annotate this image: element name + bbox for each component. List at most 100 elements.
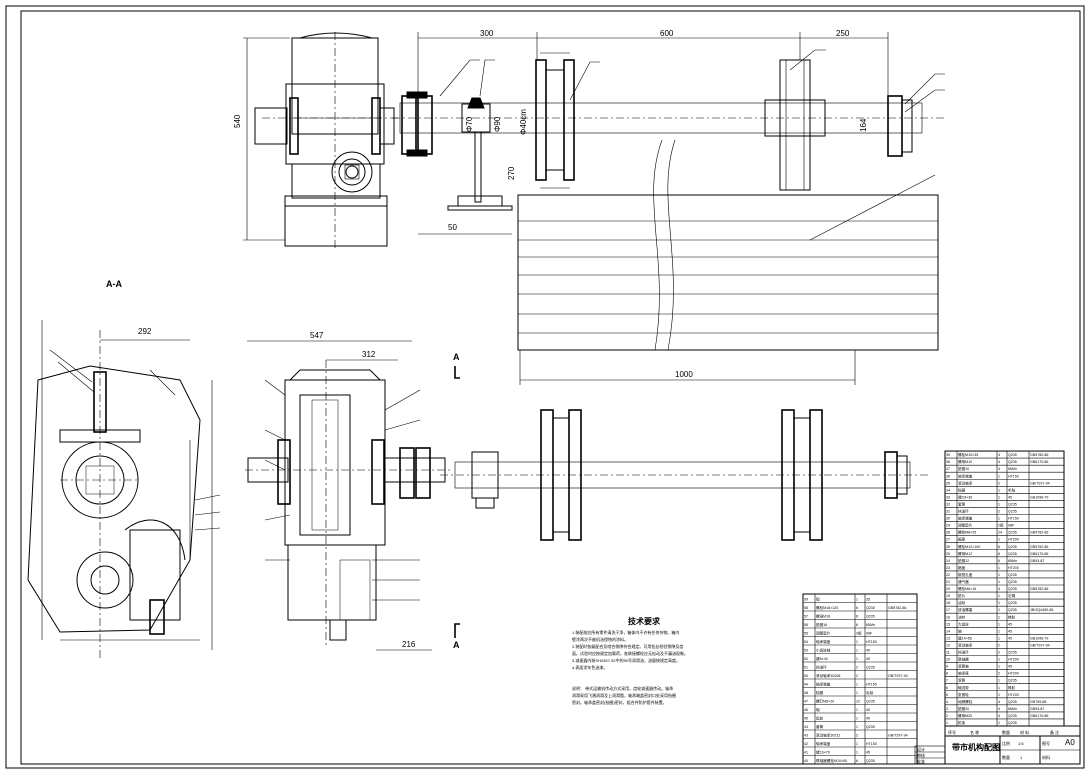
dim-drum-dia: Φ40cm xyxy=(519,109,528,135)
tech-req-heading: 技术要求 xyxy=(628,616,661,626)
bom-cell: 28 xyxy=(946,531,950,535)
title-block: 带市机构配图 比例 1:5 图号 A0 数量 1 材料 序号 名 称 数量 材 … xyxy=(914,725,1081,765)
bom-cell: 轴承端盖 xyxy=(816,682,831,687)
bom-cell: 1 xyxy=(998,594,1000,598)
bom-cell: 1 xyxy=(998,629,1000,633)
dim-section-width: 292 xyxy=(138,327,152,336)
bom-cell: 1 xyxy=(998,502,1000,506)
bom-cell: 20 xyxy=(946,587,950,591)
designer-label: 设计 xyxy=(917,746,925,752)
bom-cell: GB6170-86 xyxy=(1030,552,1048,556)
bom-cell: 小齿轮轴 xyxy=(816,648,831,653)
bom-cell: 38 xyxy=(946,460,950,464)
bom-cell: 32 xyxy=(946,502,950,506)
qty-value: 1 xyxy=(1020,755,1023,760)
bom-cell: 2 xyxy=(998,643,1000,647)
bom-cell: Q235 xyxy=(1008,700,1017,704)
bom-cell: 2 xyxy=(998,481,1000,485)
bom-cell: HT150 xyxy=(866,742,877,746)
bom-cell: 1 xyxy=(998,474,1000,478)
bom-cell: 垫片 xyxy=(958,593,966,598)
bom-cell: GB799-88 xyxy=(1030,700,1046,704)
bom-cell: 6 xyxy=(946,686,948,690)
bom-cell: 1 xyxy=(856,708,858,712)
bom-cell: 滚动轴承 xyxy=(958,480,973,485)
bom-cell: 3 xyxy=(946,707,948,711)
bom-cell: 1 xyxy=(998,566,1000,570)
bom-cell: 4 xyxy=(998,587,1000,591)
bom-cell: 1 xyxy=(998,488,1000,492)
bom-cell: 1 xyxy=(998,658,1000,662)
bom-cell: Q235 xyxy=(1008,587,1017,591)
bom-cell: 窥视孔盖 xyxy=(958,572,973,577)
bom-cell: 通气器 xyxy=(958,579,969,584)
bom-cell: 键C8×36 xyxy=(958,494,972,499)
bom-cell: GB93-87 xyxy=(1030,707,1044,711)
bom-cell: Q235 xyxy=(866,759,875,763)
bom-cell: 2 xyxy=(998,672,1000,676)
bom-cell: 35 xyxy=(866,598,870,602)
bom-cell: 垫圈20 xyxy=(958,706,969,711)
bom-cell: 47 xyxy=(804,700,808,704)
bom-cell: Q235 xyxy=(866,725,875,729)
bom-cell: 46 xyxy=(804,708,808,712)
bom-cell: Q235 xyxy=(1008,608,1017,612)
bom-cell: 轴 xyxy=(958,628,962,633)
bom-cell: Q235 xyxy=(1008,545,1017,549)
scale-value: 1:5 xyxy=(1018,741,1024,746)
bom-cell: 1 xyxy=(998,517,1000,521)
bom-cell: 1 xyxy=(856,640,858,644)
bom-cell: JB/ZQ4450-86 xyxy=(1030,608,1053,612)
bom-cell: 1 xyxy=(998,601,1000,605)
section-marker-top: A xyxy=(453,352,460,362)
bom-cell: 调整垫片 xyxy=(958,523,973,528)
bom-cell: 1 xyxy=(946,721,948,725)
dim-base-width: 50 xyxy=(448,223,457,232)
bom-cell: Q235 xyxy=(1008,531,1017,535)
bom-cell: 垫圈10 xyxy=(958,466,969,471)
bom-cell: 11 xyxy=(946,651,950,655)
bom-cell: 1 xyxy=(856,751,858,755)
tech-req-line: 4.表面涂灰色油漆。 xyxy=(572,664,607,670)
bom-cell: 36 xyxy=(946,474,950,478)
bom-cell: 45 xyxy=(866,657,870,661)
bom-cell: 销 xyxy=(816,597,820,602)
bom-cell: 1 xyxy=(998,636,1000,640)
bom-cell: 14 xyxy=(946,629,950,633)
bom-cell: 1 xyxy=(998,622,1000,626)
dim-support-height: 270 xyxy=(507,166,516,180)
note-line: 密封。轴承盖密封(毡圈)密封，组合件防护套件装置。 xyxy=(572,699,667,705)
bom-cell: 27 xyxy=(946,538,950,542)
material-label: 材料 xyxy=(1042,754,1050,760)
bom-cell: 1 xyxy=(998,665,1000,669)
bom-cell: 2 xyxy=(856,666,858,670)
bom-cell: 螺栓M6×16 xyxy=(958,586,976,591)
bom-cell: 12 xyxy=(856,700,860,704)
sheet-size: A0 xyxy=(1065,738,1075,747)
bom-cell: 44 xyxy=(804,725,808,729)
bom-cell: 6 xyxy=(998,559,1000,563)
bom-cell: 螺栓M8×25 xyxy=(958,530,976,535)
bom-header: 序号 xyxy=(948,729,956,735)
bom-cell: 08F xyxy=(1008,524,1015,528)
bom-cell: 机架 xyxy=(958,720,966,725)
bom-cell: 1 xyxy=(998,573,1000,577)
bom-cell: 45 xyxy=(1008,636,1012,640)
bom-cell: 4 xyxy=(998,707,1000,711)
bom-cell: HT200 xyxy=(1008,693,1019,697)
bom-cell: GB6170-86 xyxy=(1030,714,1048,718)
bom-cell: 6 xyxy=(856,759,858,763)
bom-cell: Q235 xyxy=(1008,502,1017,506)
technical-requirements: 技术要求 1.装配前应所有零件清洗干净，箱体内不许有任何杂物。箱内 壁涂两次不被… xyxy=(572,616,688,705)
bom-cell: 6 xyxy=(856,623,858,627)
bom-cell: 56 xyxy=(804,623,808,627)
bom-cell: Q235 xyxy=(1008,721,1017,725)
bom-cell: 轴承座 xyxy=(958,671,969,676)
bom-cell: 1 xyxy=(998,495,1000,499)
bom-header: 备 注 xyxy=(1050,729,1059,735)
bom-cell: 8 xyxy=(946,672,948,676)
reviewer-label: 审核 xyxy=(917,752,925,758)
bom-cell: 4 xyxy=(998,467,1000,471)
bom-cell: 1 xyxy=(856,657,858,661)
